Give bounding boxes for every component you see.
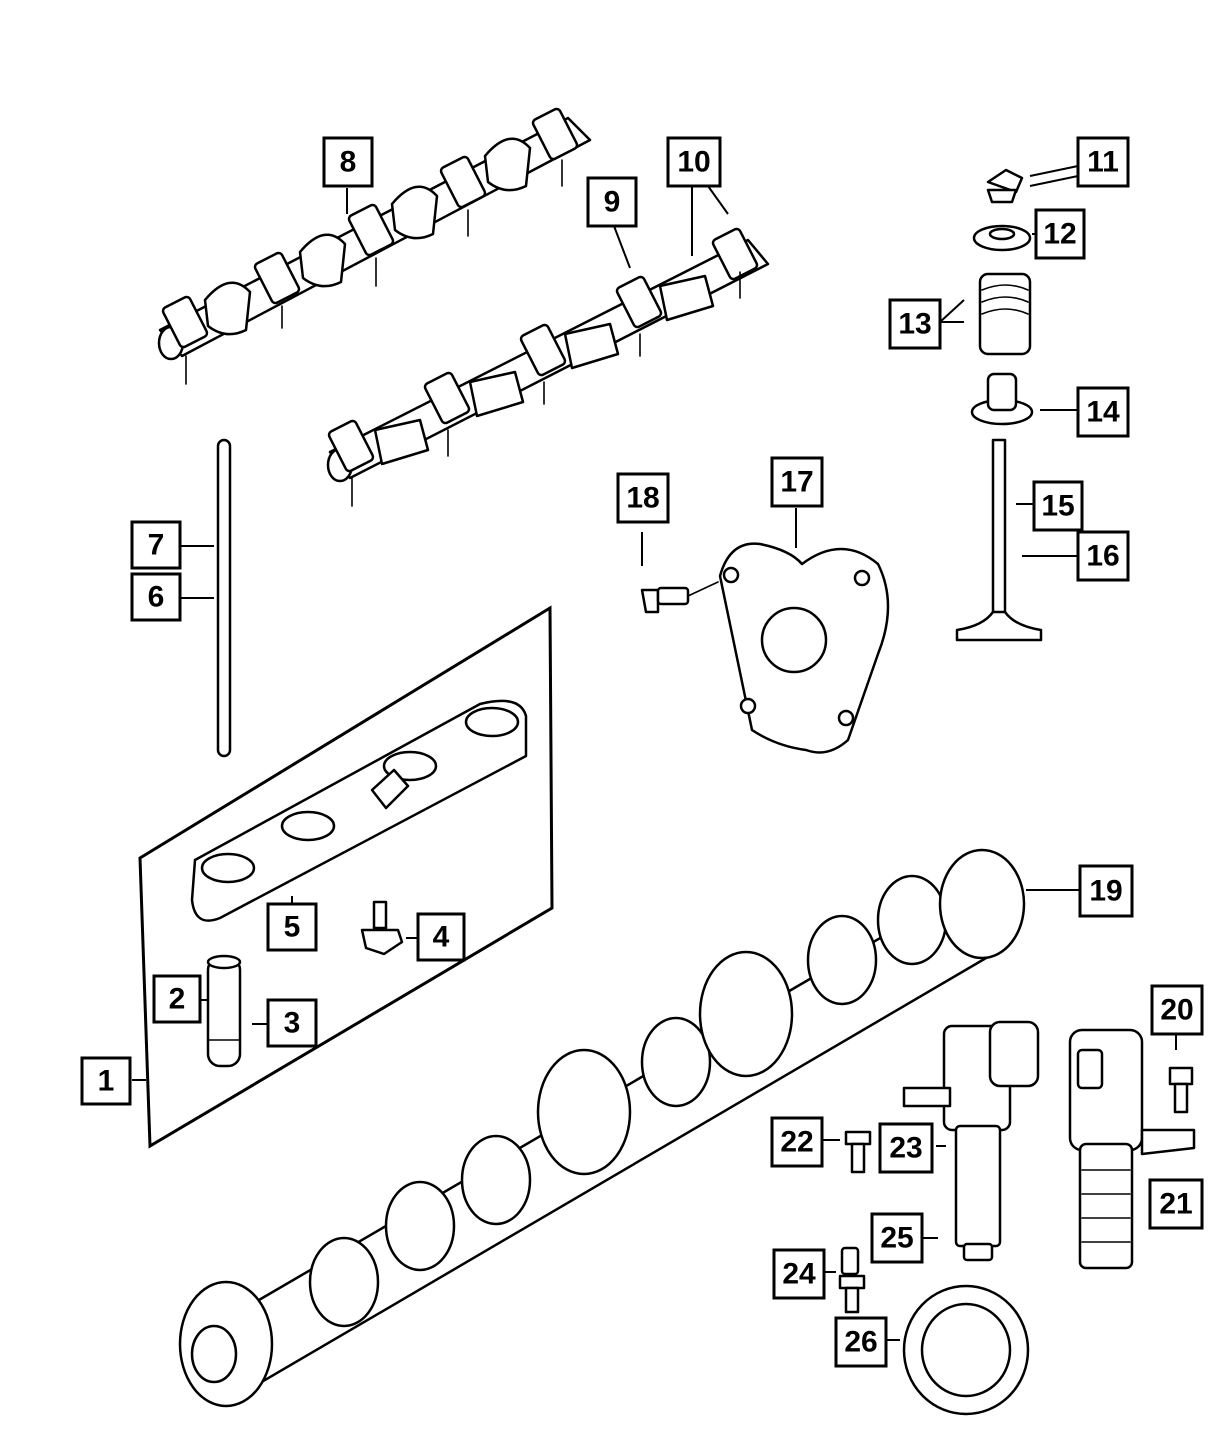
callout-23: 23	[878, 1122, 934, 1174]
svg-text:24: 24	[782, 1258, 816, 1291]
spring-retainer	[972, 224, 1036, 252]
svg-text:15: 15	[1041, 490, 1074, 523]
svg-text:1: 1	[98, 1065, 115, 1098]
callout-19: 19	[1078, 864, 1134, 918]
callout-18: 18	[616, 472, 670, 524]
svg-text:10: 10	[677, 146, 710, 179]
callout-24: 24	[772, 1248, 826, 1300]
svg-text:18: 18	[626, 482, 659, 515]
svg-text:14: 14	[1086, 396, 1120, 429]
lifter-guide	[190, 699, 528, 922]
svg-text:16: 16	[1086, 540, 1119, 573]
sensor-bolt	[822, 1130, 872, 1174]
svg-text:23: 23	[889, 1132, 922, 1165]
svg-text:17: 17	[780, 466, 813, 499]
svg-text:7: 7	[148, 529, 165, 562]
guide-bolt	[360, 900, 418, 956]
svg-text:3: 3	[284, 1007, 301, 1040]
oil-seal	[886, 1284, 1030, 1416]
svg-text:21: 21	[1159, 1188, 1192, 1221]
callout-14: 14	[1076, 386, 1130, 438]
pushrod	[180, 438, 232, 758]
callout-26: 26	[834, 1316, 888, 1368]
svg-text:6: 6	[148, 581, 165, 614]
dowel-pin	[824, 1246, 866, 1314]
callout-9: 9	[586, 176, 638, 228]
callout-2: 2	[152, 974, 202, 1024]
callout-7: 7	[130, 520, 182, 570]
callout-17: 17	[770, 456, 824, 508]
svg-text:25: 25	[880, 1222, 913, 1255]
svg-text:9: 9	[604, 186, 621, 219]
hydraulic-lifter	[200, 954, 268, 1068]
svg-text:8: 8	[340, 146, 357, 179]
svg-text:20: 20	[1160, 994, 1193, 1027]
svg-text:19: 19	[1089, 875, 1122, 908]
callout-20: 20	[1150, 984, 1204, 1036]
callout-25: 25	[870, 1212, 924, 1264]
callout-21: 21	[1148, 1178, 1204, 1230]
callout-11: 11	[1076, 136, 1130, 188]
svg-text:12: 12	[1043, 218, 1076, 251]
cam-position-sensor	[902, 1020, 1040, 1262]
svg-text:11: 11	[1087, 146, 1119, 179]
valve-keepers	[986, 165, 1079, 204]
callout-12: 12	[1034, 208, 1086, 260]
oil-control-valve	[1068, 1028, 1196, 1270]
lifter-kit-frame	[132, 605, 554, 1149]
rocker-shaft-upper	[157, 107, 592, 385]
callout-13: 13	[888, 298, 942, 350]
valve-spring	[939, 272, 1032, 356]
callout-10: 10	[666, 136, 722, 188]
svg-text:5: 5	[284, 911, 301, 944]
camshaft	[178, 848, 1080, 1408]
rocker-shaft-lower	[326, 185, 770, 507]
svg-text:13: 13	[898, 308, 931, 341]
svg-text:4: 4	[433, 921, 450, 954]
svg-text:2: 2	[169, 983, 186, 1016]
callout-22: 22	[770, 1116, 824, 1168]
callout-8: 8	[322, 136, 374, 188]
callout-5: 5	[266, 902, 318, 952]
callout-3: 3	[266, 998, 318, 1048]
svg-text:26: 26	[844, 1326, 877, 1359]
callout-16: 16	[1076, 530, 1130, 582]
ocv-bolt	[1168, 1034, 1194, 1114]
valve-stem-seal	[970, 372, 1078, 426]
callout-6: 6	[130, 572, 182, 622]
valve	[955, 438, 1078, 642]
callout-4: 4	[416, 912, 466, 962]
callout-15: 15	[1032, 480, 1084, 532]
svg-text:22: 22	[780, 1126, 813, 1159]
callout-1: 1	[80, 1056, 132, 1106]
cover-screw	[640, 532, 719, 614]
cover-plate	[718, 508, 890, 754]
